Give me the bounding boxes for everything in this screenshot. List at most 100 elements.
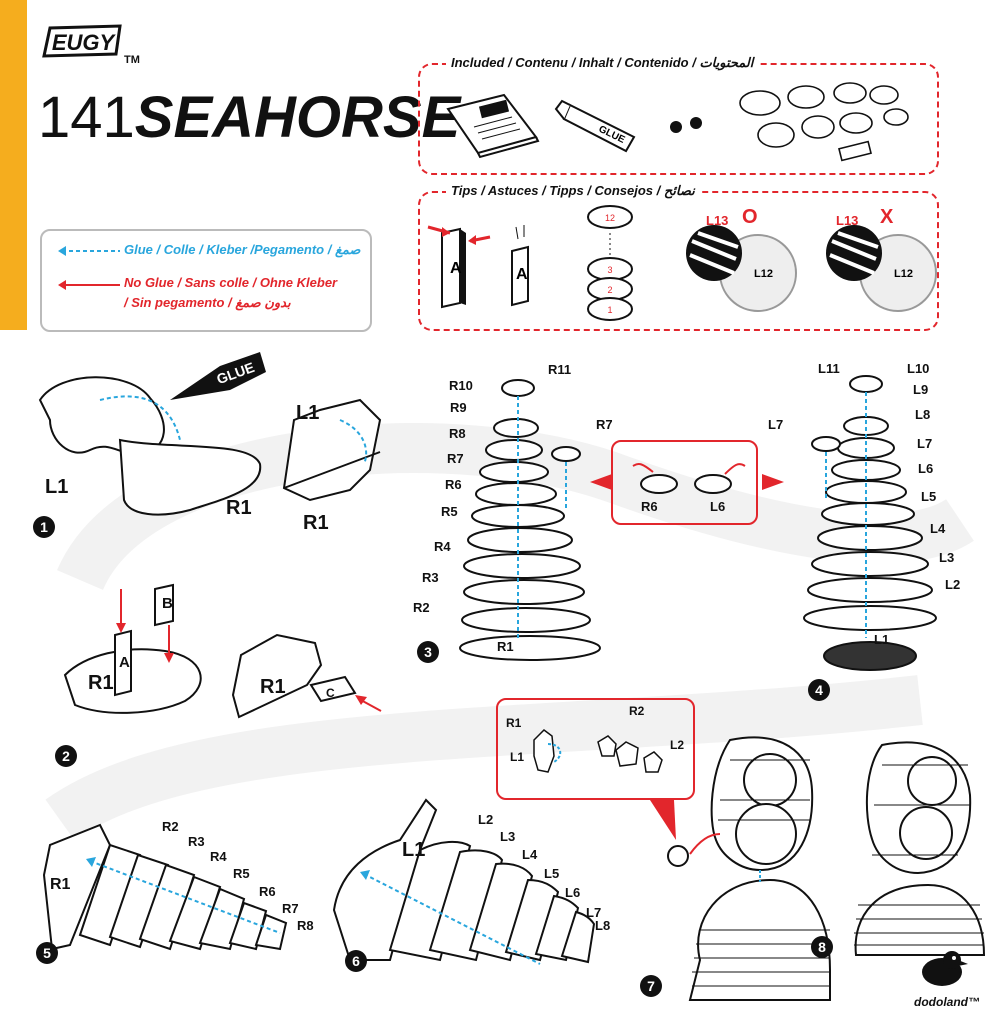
callout-7-label-r2: R2 xyxy=(629,704,645,718)
step-5-label-r8: R8 xyxy=(297,918,314,933)
step-2-badge: 2 xyxy=(55,745,77,767)
step-2-label-c: C xyxy=(326,686,335,700)
step-2-label-r1: R1 xyxy=(88,672,114,694)
step-3-badge: 3 xyxy=(417,641,439,663)
page-title: 141SEAHORSE xyxy=(38,88,460,148)
trademark: TM xyxy=(124,54,140,66)
step-2-illustration xyxy=(63,583,382,719)
tips-box: Tips / Astuces / Tipps / Consejos / نصائ… xyxy=(418,183,939,331)
tip-wrong-orientation: L13 X L12 xyxy=(826,206,937,312)
step-5-label-r5: R5 xyxy=(233,866,250,881)
step-5-badge: 5 xyxy=(36,942,58,964)
step-3-label-r4: R4 xyxy=(434,539,451,554)
step-3-label-r7-b: R7 xyxy=(596,417,613,432)
good-label: L13 xyxy=(706,213,728,228)
tip-letter-a-2: A xyxy=(516,266,528,283)
step-5-label-r1: R1 xyxy=(50,876,71,893)
callout-label-l6: L6 xyxy=(710,499,726,514)
step-4-label-l3: L3 xyxy=(939,550,955,565)
included-items-illustration: GLUE xyxy=(446,82,909,162)
step-4-label-l6: L6 xyxy=(918,461,934,476)
step-7-illustration xyxy=(667,736,831,1001)
step-4-label-l1: L1 xyxy=(874,632,890,647)
step-1-label-l1: L1 xyxy=(45,476,69,498)
tip-no-glue-illustration: A A xyxy=(427,225,529,309)
bad-label: L13 xyxy=(836,213,858,228)
step-3-label-r3: R3 xyxy=(422,570,439,585)
step-4-illustration xyxy=(803,375,937,671)
callout-7-label-l1: L1 xyxy=(510,750,525,764)
step-3-illustration xyxy=(459,379,601,661)
legend-glue: Glue / Colle / Kleber /Pegamento / صمغ xyxy=(124,242,361,257)
callout-pointer-left xyxy=(590,474,612,490)
step-6-label-l1: L1 xyxy=(402,839,426,861)
step-3-label-r5: R5 xyxy=(441,504,458,519)
step-1-label-l1-b: L1 xyxy=(296,402,320,424)
step-4-label-l2: L2 xyxy=(945,577,961,592)
step-3-label-r10: R10 xyxy=(449,378,473,393)
step-7-callout: R1 L1 R2 L2 xyxy=(496,698,695,800)
step-4-label-l8: L8 xyxy=(915,407,931,422)
step-3-label-r7: R7 xyxy=(447,451,464,466)
step-5-illustration xyxy=(42,823,288,951)
stack-label-3: 3 xyxy=(607,265,612,275)
step-4-badge: 4 xyxy=(808,679,830,701)
model-name: SEAHORSE xyxy=(134,85,461,150)
step-8-illustration xyxy=(854,741,986,956)
included-title: Included / Contenu / Inhalt / Contenido … xyxy=(446,55,759,71)
tip-correct-orientation: L13 O L12 xyxy=(686,206,797,312)
step-6-label-l8: L8 xyxy=(595,918,611,933)
step-4-label-l10: L10 xyxy=(907,361,930,376)
booklet-icon xyxy=(446,93,540,159)
step-2-label-a: A xyxy=(119,654,130,671)
step-4-label-l7: L7 xyxy=(917,436,933,451)
step-6-label-l4: L4 xyxy=(522,847,538,862)
stack-label-12: 12 xyxy=(605,213,615,223)
step-6-label-l2: L2 xyxy=(478,812,494,827)
step-1-label-r1: R1 xyxy=(226,497,252,519)
step-6-label-l6: L6 xyxy=(565,885,581,900)
step-6-label-l7: L7 xyxy=(586,905,602,920)
callout-label-r6: R6 xyxy=(641,499,658,514)
step-3-label-r1: R1 xyxy=(497,639,514,654)
tip-stack-illustration: 12 3 2 1 xyxy=(587,205,633,321)
no-glue-arrow-icon xyxy=(58,280,120,290)
step-3-label-r8: R8 xyxy=(449,426,466,441)
step-6-badge: 6 xyxy=(345,950,367,972)
parts-icon xyxy=(739,82,909,162)
callout-7-label-r1: R1 xyxy=(506,716,522,730)
step-4-label-l9: L9 xyxy=(913,382,929,397)
legend-box: Glue / Colle / Kleber /Pegamento / صمغ N… xyxy=(40,229,372,332)
dodo-bird-icon xyxy=(922,951,968,986)
legend-no-glue-1: No Glue / Sans colle / Ohne Kleber xyxy=(124,275,338,290)
model-number: 141 xyxy=(38,85,135,150)
step-3-label-r2: R2 xyxy=(413,600,430,615)
step-8-badge: 8 xyxy=(811,936,833,958)
step-5-label-r2: R2 xyxy=(162,819,179,834)
logo-text: EUGY xyxy=(52,30,117,55)
callout-7-pointer xyxy=(650,800,676,840)
step-3-label-r11: R11 xyxy=(548,362,572,377)
bad-mark: X xyxy=(880,206,894,228)
step-4-label-l11: L11 xyxy=(818,361,840,376)
step-3-label-r9: R9 xyxy=(450,400,467,415)
step-1-illustration: GLUE xyxy=(38,352,382,516)
good-mark: O xyxy=(742,206,758,228)
good-under-label: L12 xyxy=(754,268,773,280)
step-6-label-l5: L5 xyxy=(544,866,560,881)
step-6-illustration xyxy=(332,798,596,965)
stack-label-1: 1 xyxy=(607,305,612,315)
tips-title: Tips / Astuces / Tipps / Consejos / نصائ… xyxy=(446,183,700,199)
step-5-label-r3: R3 xyxy=(188,834,205,849)
step-5-label-r7: R7 xyxy=(282,901,299,916)
step-7-badge: 7 xyxy=(640,975,662,997)
step-1-label-r1-b: R1 xyxy=(303,512,329,534)
callout-7-label-l2: L2 xyxy=(670,738,685,752)
bad-under-label: L12 xyxy=(894,268,913,280)
step-5-label-r6: R6 xyxy=(259,884,276,899)
step-5-label-r4: R4 xyxy=(210,849,227,864)
glue-arrow-icon xyxy=(58,246,120,256)
included-box: Included / Contenu / Inhalt / Contenido … xyxy=(418,55,939,175)
step-4-label-l7-b: L7 xyxy=(768,417,784,432)
stack-label-2: 2 xyxy=(607,285,612,295)
